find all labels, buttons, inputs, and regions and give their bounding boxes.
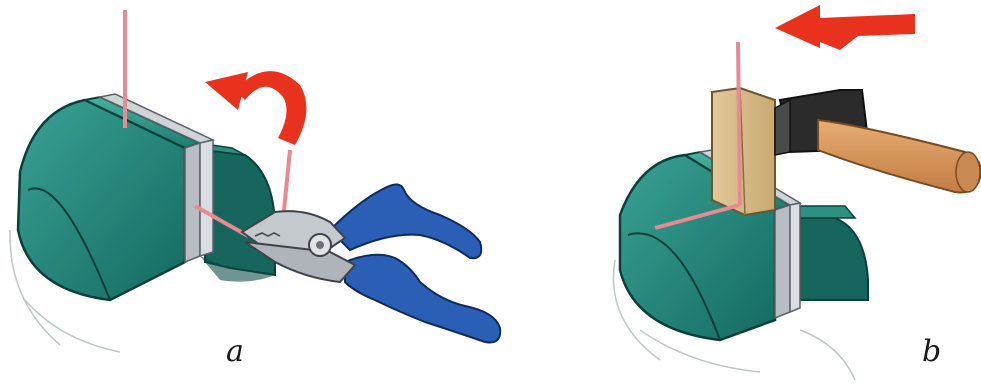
curved-arrow-icon xyxy=(205,71,306,145)
vise-rear-jaw xyxy=(800,206,868,300)
left-arrow-icon xyxy=(775,5,915,50)
panel-b xyxy=(613,5,981,380)
pliers xyxy=(242,184,500,342)
hammer xyxy=(775,90,981,192)
panel-label-b: b xyxy=(922,337,941,367)
wood-block xyxy=(712,88,775,215)
panel-label-a: a xyxy=(226,337,244,367)
panel-a xyxy=(10,10,500,352)
